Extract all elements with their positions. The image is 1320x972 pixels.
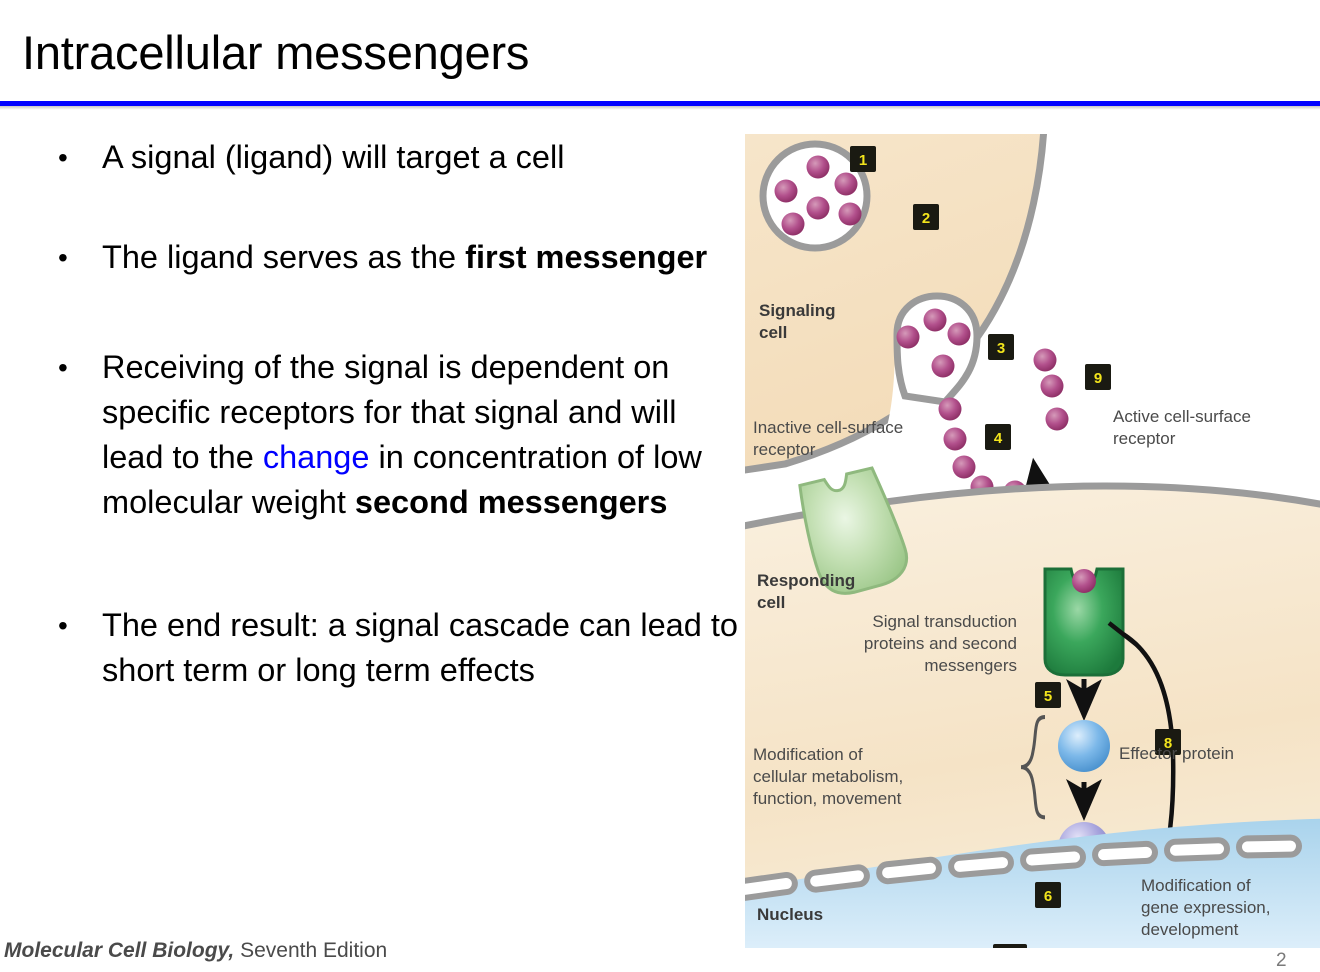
bullet-item-4: • The end result: a signal cascade can l… bbox=[40, 603, 740, 693]
ligand-dot bbox=[952, 455, 976, 479]
bullet-text-4: The end result: a signal cascade can lea… bbox=[102, 603, 740, 693]
bullet-list: • A signal (ligand) will target a cell •… bbox=[40, 135, 740, 693]
step-badge-1: 1 bbox=[850, 146, 876, 172]
label-active-receptor-line2: receptor bbox=[1113, 429, 1176, 448]
transduction-brace bbox=[1020, 715, 1046, 820]
step-badge-5-text: 5 bbox=[1044, 688, 1052, 705]
vesicle-1 bbox=[759, 140, 871, 252]
step-badge-9: 9 bbox=[1085, 364, 1111, 390]
label-effector-protein: Effector protein bbox=[1119, 744, 1234, 763]
bullet-text-3: Receiving of the signal is dependent on … bbox=[102, 345, 740, 525]
page-title: Intracellular messengers bbox=[22, 26, 530, 79]
ligand-dot bbox=[806, 196, 830, 220]
step-badge-4-text: 4 bbox=[994, 430, 1003, 447]
label-responding-cell-line1: Responding bbox=[757, 571, 855, 590]
step-badge-6-text: 6 bbox=[1044, 888, 1052, 905]
title-divider-rule bbox=[0, 101, 1320, 106]
step-badge-3: 3 bbox=[988, 334, 1014, 360]
ligand-dot bbox=[896, 325, 920, 349]
label-transduction-line2: proteins and second bbox=[864, 634, 1017, 653]
bullet-item-3: • Receiving of the signal is dependent o… bbox=[40, 345, 740, 525]
step-badge-8-text: 8 bbox=[1164, 735, 1172, 752]
label-responding-cell-line2: cell bbox=[757, 593, 785, 612]
step-badge-2-text: 2 bbox=[922, 210, 930, 227]
label-modification-metabolism-line1: Modification of bbox=[753, 745, 863, 764]
bullet-2-normal: The ligand serves as the bbox=[102, 239, 466, 275]
step-badge-7a: 7a bbox=[993, 944, 1027, 948]
step-badge-9-text: 9 bbox=[1094, 370, 1102, 387]
label-modification-gene-line1: Modification of bbox=[1141, 876, 1251, 895]
bullet-3-part1: Receiving of the signal is dependent on … bbox=[102, 349, 677, 475]
label-signaling-cell-line2: cell bbox=[759, 323, 787, 342]
step-badge-8: 8 bbox=[1155, 729, 1181, 755]
footer-book-title: Molecular Cell Biology, bbox=[4, 939, 235, 962]
bullet-item-2: • The ligand serves as the first messeng… bbox=[40, 235, 740, 280]
inactive-receptor bbox=[798, 466, 908, 595]
bullet-3-highlight-change: change bbox=[262, 439, 370, 475]
second-messenger-blue bbox=[1058, 720, 1110, 772]
bullet-text-2: The ligand serves as the first messenger bbox=[102, 235, 740, 280]
bullet-3-bold-second-messengers: second messengers bbox=[354, 484, 668, 520]
step-badge-1-text: 1 bbox=[859, 152, 867, 169]
ligand-dot bbox=[923, 308, 947, 332]
ligand-dot bbox=[781, 212, 805, 236]
ligand-dot bbox=[806, 155, 830, 179]
ligand-dot bbox=[1033, 348, 1057, 372]
bullet-4-line: The end result: a signal cascade can lea… bbox=[102, 607, 738, 688]
footer-citation: Molecular Cell Biology, Seventh Edition bbox=[4, 938, 387, 964]
ligand-dot bbox=[947, 322, 971, 346]
footer-edition: Seventh Edition bbox=[234, 939, 388, 962]
ligand-dot bbox=[838, 202, 862, 226]
step-badge-5: 5 bbox=[1035, 682, 1061, 708]
bullet-marker-icon: • bbox=[58, 242, 68, 273]
ligand-dot bbox=[931, 354, 955, 378]
label-modification-metabolism-line3: function, movement bbox=[753, 789, 902, 808]
ligand-dot bbox=[1040, 374, 1064, 398]
bullet-marker-icon: • bbox=[58, 352, 68, 383]
label-modification-gene-line2: gene expression, bbox=[1141, 898, 1270, 917]
label-modification-metabolism-line2: cellular metabolism, bbox=[753, 767, 903, 786]
nuclear-envelope bbox=[745, 834, 1303, 901]
bullet-3-part2: in concentration of low molecular weight bbox=[102, 439, 702, 520]
slide-number: 2 bbox=[1276, 950, 1287, 971]
ligand-dot bbox=[834, 172, 858, 196]
label-transduction-line3: messengers bbox=[924, 656, 1017, 675]
feedback-inhibit-bar bbox=[1107, 621, 1139, 647]
ligand-dot bbox=[774, 179, 798, 203]
active-receptor bbox=[1043, 567, 1125, 677]
bullet-item-1: • A signal (ligand) will target a cell bbox=[40, 135, 740, 180]
ligand-dot bbox=[943, 427, 967, 451]
bullet-marker-icon: • bbox=[58, 610, 68, 641]
step-badge-3-text: 3 bbox=[997, 340, 1005, 357]
label-modification-gene-line3: development bbox=[1141, 920, 1239, 939]
step-badge-2: 2 bbox=[913, 204, 939, 230]
bullet-2-bold-first-messenger: first messenger bbox=[465, 239, 708, 275]
nucleus-group bbox=[745, 818, 1320, 948]
bullet-text-1: A signal (ligand) will target a cell bbox=[102, 135, 740, 180]
cell-signaling-diagram: 1 2 3 4 5 6 7a 7b 8 9 Signaling cell Ina… bbox=[745, 134, 1320, 948]
ligand-dot bbox=[1045, 407, 1069, 431]
vesicle-2-fusing bbox=[893, 292, 981, 406]
label-transduction-line1: Signal transduction bbox=[872, 612, 1017, 631]
label-active-receptor-line1: Active cell-surface bbox=[1113, 407, 1251, 426]
step-badge-6: 6 bbox=[1035, 882, 1061, 908]
step-badge-4: 4 bbox=[985, 424, 1011, 450]
label-nucleus: Nucleus bbox=[757, 905, 823, 924]
bullet-1-line: A signal (ligand) will target a cell bbox=[102, 139, 565, 175]
ligand-dot bbox=[938, 397, 962, 421]
title-divider-shadow bbox=[0, 106, 1320, 110]
label-inactive-receptor-line1: Inactive cell-surface bbox=[753, 418, 903, 437]
bullet-marker-icon: • bbox=[58, 142, 68, 173]
bound-ligand-dot bbox=[1072, 569, 1096, 593]
label-inactive-receptor-line2: receptor bbox=[753, 440, 816, 459]
label-signaling-cell-line1: Signaling bbox=[759, 301, 836, 320]
